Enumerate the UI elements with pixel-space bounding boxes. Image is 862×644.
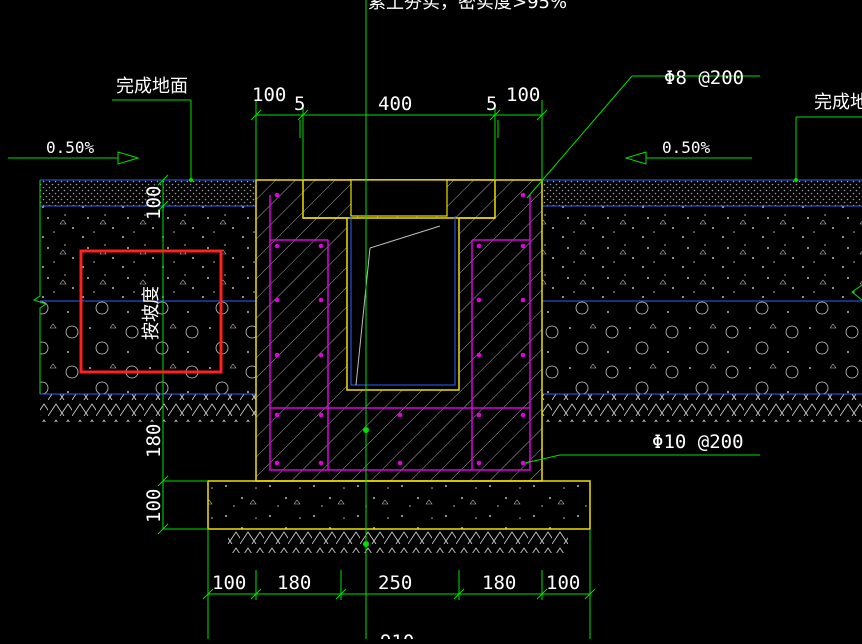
dim-left-bottom: 100 [143, 489, 165, 523]
dim-bottom-5: 100 [546, 572, 580, 594]
dim-bottom-4: 180 [482, 572, 516, 594]
highlight-text: 按坡度 [141, 286, 162, 340]
rebar-bottom-leader [524, 454, 760, 464]
top-dimension-line [250, 100, 548, 180]
rebar-top-leader [526, 75, 760, 199]
break-mark-right [851, 284, 862, 301]
finished-ground-right-label: 完成地 [814, 92, 862, 113]
rebar-bottom-label: Φ10 @200 [652, 431, 744, 453]
dim-top-gap-right: 5 [486, 93, 497, 115]
dim-bottom-2: 180 [277, 572, 311, 594]
rebar-cage [269, 195, 531, 471]
bottom-dimension-line [202, 529, 596, 639]
base-slab [207, 480, 591, 553]
slope-arrow-left [8, 151, 140, 165]
rebar-top-label: Φ8 @200 [664, 67, 744, 89]
dim-top-right: 100 [506, 84, 540, 106]
dim-bottom-3: 250 [378, 572, 412, 594]
slope-arrow-right [624, 151, 752, 165]
slope-right-label: 0.50% [662, 138, 711, 157]
finished-ground-right-leader [795, 116, 862, 180]
channel-structure [255, 179, 543, 482]
highlight-box [79, 249, 223, 374]
ground-layers-right [542, 179, 862, 422]
dim-top-gap-left: 5 [294, 93, 305, 115]
finished-ground-left-leader [112, 99, 192, 180]
slope-left-label: 0.50% [46, 138, 95, 157]
dim-bottom-1: 100 [212, 572, 246, 594]
dim-top-left: 100 [252, 84, 286, 106]
dim-left-middle: 180 [143, 424, 165, 458]
header-note: 素土夯实，密实度>95% [368, 0, 567, 13]
dim-top-center: 400 [378, 93, 412, 115]
left-dimension-line [157, 174, 208, 535]
dim-left-top: 100 [143, 186, 165, 220]
dim-bottom-total: 910 [380, 631, 414, 639]
rebar-dots [274, 192, 526, 466]
finished-ground-left-label: 完成地面 [116, 76, 188, 97]
break-mark-left [32, 180, 48, 394]
